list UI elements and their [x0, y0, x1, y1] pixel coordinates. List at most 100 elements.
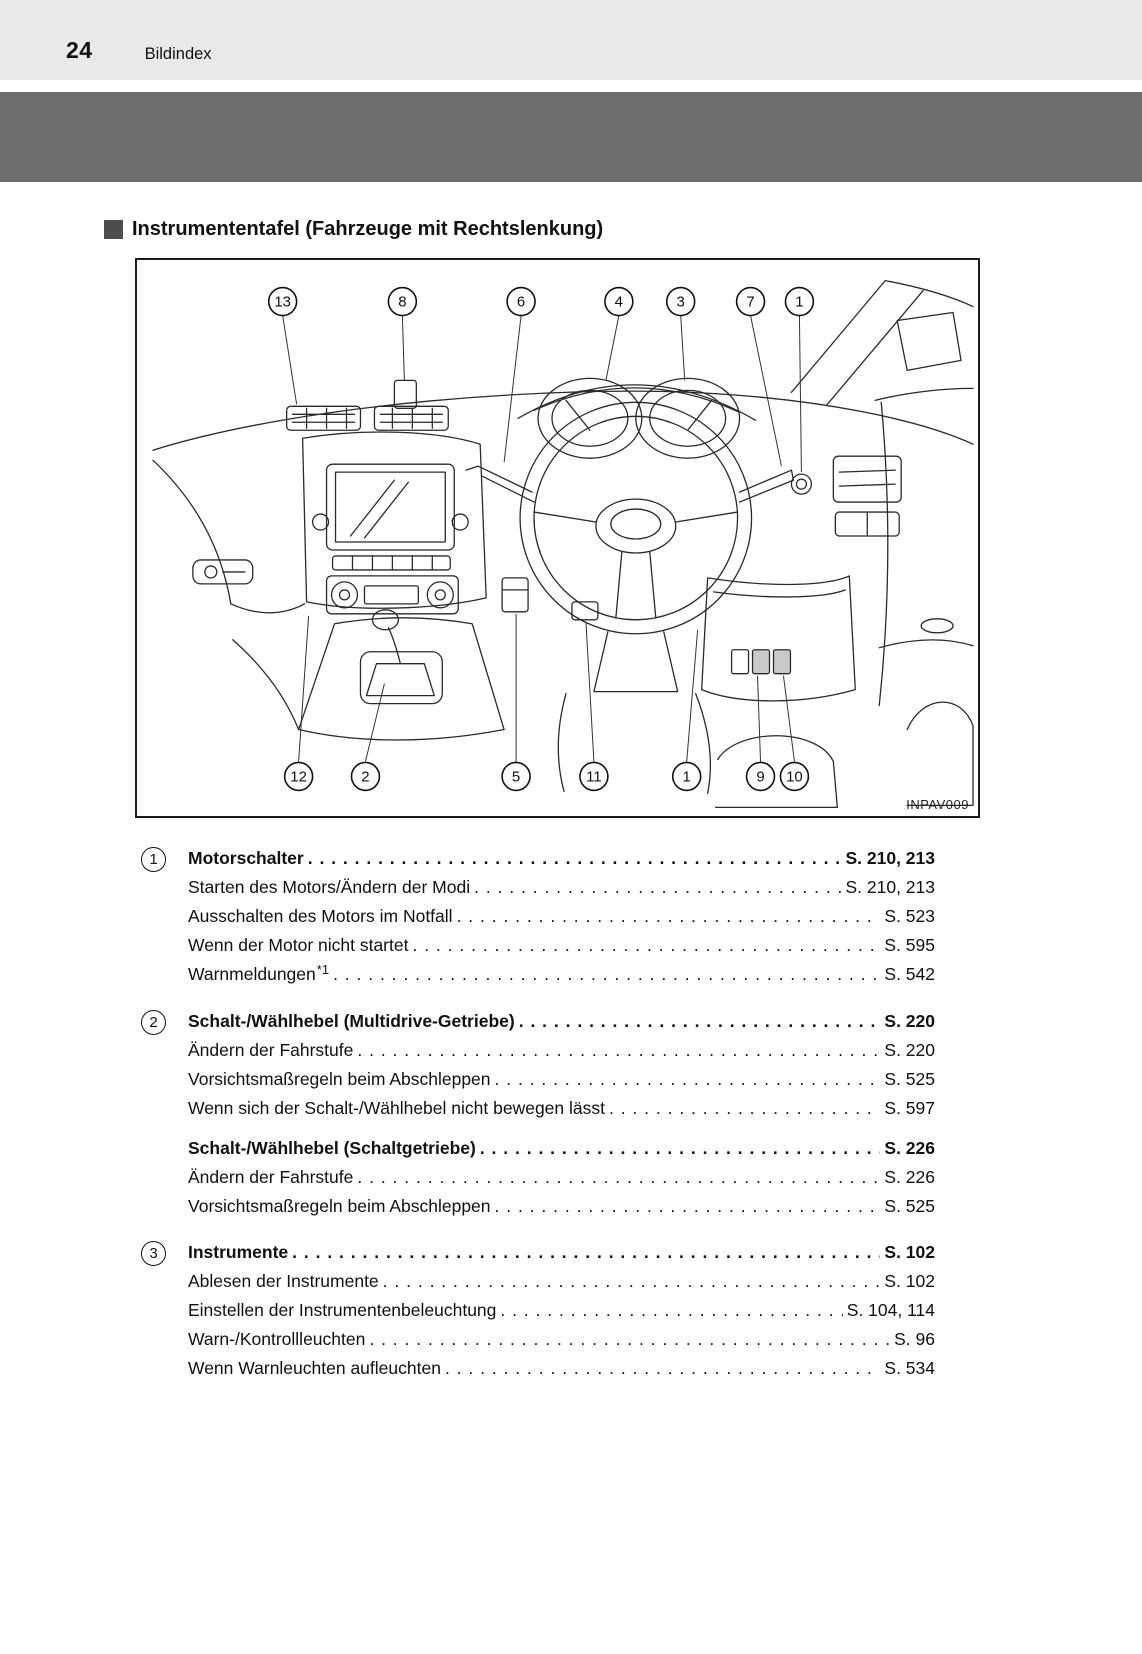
index-section: 1 Motorschalter S. 210, 213 Starten des …: [135, 844, 935, 990]
index-list: 1 Motorschalter S. 210, 213 Starten des …: [135, 844, 935, 1383]
dot-leader: [474, 873, 841, 902]
index-label: Vorsichtsmaßregeln beim Abschleppen: [188, 1196, 491, 1216]
chapter-band: [0, 92, 1142, 182]
dashboard-illustration: 13 8 6 4 3 7 1 12 2 5 11 1 9 10: [152, 279, 974, 809]
index-pages: S. 534: [884, 1358, 935, 1378]
index-row: Wenn sich der Schalt-/Wählhebel nicht be…: [188, 1094, 935, 1123]
index-pages: S. 104, 114: [846, 1300, 935, 1320]
index-pages: S. 102: [884, 1242, 935, 1262]
index-row: Wenn der Motor nicht startet S. 595: [188, 931, 935, 960]
figure-callout: 1: [671, 761, 702, 792]
section-marker-icon: [104, 220, 123, 239]
dot-leader: [369, 1325, 890, 1354]
index-pages: S. 96: [894, 1329, 935, 1349]
index-row: Starten des Motors/Ändern der Modi S. 21…: [188, 873, 935, 902]
index-row: Vorsichtsmaßregeln beim Abschleppen S. 5…: [188, 1192, 935, 1221]
dot-leader: [383, 1267, 881, 1296]
index-label: Motorschalter: [188, 848, 304, 868]
callout-number: 13: [274, 294, 291, 311]
callout-number: 5: [512, 768, 520, 785]
callout-number: 8: [398, 294, 406, 311]
dot-leader: [500, 1296, 842, 1325]
page-number: 24: [66, 37, 93, 63]
callout-number: 1: [795, 294, 803, 311]
figure-callout: 9: [745, 761, 776, 792]
callout-number: 1: [683, 768, 691, 785]
index-pages: S. 595: [884, 935, 935, 955]
figure-callout: 6: [506, 286, 536, 317]
index-label: Wenn sich der Schalt-/Wählhebel nicht be…: [188, 1098, 605, 1118]
index-row: Schalt-/Wählhebel (Schaltgetriebe) S. 22…: [188, 1134, 935, 1163]
dashboard-figure: 13 8 6 4 3 7 1 12 2 5 11 1 9 10 INPAV009: [135, 258, 980, 818]
index-pages: S. 226: [884, 1167, 935, 1187]
index-label: Wenn Warnleuchten aufleuchten: [188, 1358, 441, 1378]
page-header: 24 Bildindex: [0, 0, 1142, 80]
index-pages: S. 525: [884, 1196, 935, 1216]
index-label: Ändern der Fahrstufe: [188, 1167, 354, 1187]
index-pages: S. 597: [884, 1098, 935, 1118]
item-number-badge: 1: [141, 847, 166, 872]
figure-callout: 7: [735, 286, 766, 317]
dot-leader: [412, 931, 880, 960]
index-pages: S. 102: [884, 1271, 935, 1291]
index-label: Schalt-/Wählhebel (Multidrive-Getriebe): [188, 1011, 515, 1031]
callout-number: 12: [290, 768, 307, 785]
dot-leader: [480, 1134, 881, 1163]
callout-number: 10: [786, 768, 803, 785]
index-pages: S. 523: [884, 906, 935, 926]
index-row: Motorschalter S. 210, 213: [188, 844, 935, 873]
figure-code: INPAV009: [906, 797, 969, 812]
dot-leader: [308, 844, 842, 873]
index-row: Ablesen der Instrumente S. 102: [188, 1267, 935, 1296]
dot-leader: [357, 1036, 880, 1065]
index-row: Vorsichtsmaßregeln beim Abschleppen S. 5…: [188, 1065, 935, 1094]
dot-leader: [292, 1238, 880, 1267]
index-label: Ausschalten des Motors im Notfall: [188, 906, 453, 926]
dashboard-line-art: [152, 279, 974, 809]
callout-number: 4: [615, 294, 623, 311]
dot-leader: [457, 902, 881, 931]
dot-leader: [445, 1354, 880, 1383]
index-section: 3 Instrumente S. 102 Ablesen der Instrum…: [135, 1238, 935, 1383]
index-row: Ändern der Fahrstufe S. 220: [188, 1036, 935, 1065]
index-pages: S. 226: [884, 1138, 935, 1158]
figure-callout: 1: [784, 286, 815, 317]
index-label: Schalt-/Wählhebel (Schaltgetriebe): [188, 1138, 476, 1158]
index-pages: S. 220: [884, 1011, 935, 1031]
index-pages: S. 210, 213: [845, 877, 935, 897]
callout-number: 7: [746, 294, 754, 311]
index-label: Wenn der Motor nicht startet: [188, 935, 409, 955]
item-number-badge: 3: [141, 1241, 166, 1266]
figure-callout: 2: [350, 761, 381, 792]
figure-callout: 13: [267, 286, 298, 317]
callout-number: 3: [677, 294, 685, 311]
index-label: Warn-/Kontrollleuchten: [188, 1329, 366, 1349]
index-label: Vorsichtsmaßregeln beim Abschleppen: [188, 1069, 491, 1089]
figure-callout: 3: [665, 286, 696, 317]
dot-leader: [333, 960, 880, 989]
index-label: Instrumente: [188, 1242, 289, 1262]
dot-leader: [609, 1094, 880, 1123]
figure-callout: 11: [579, 761, 609, 792]
index-pages: S. 210, 213: [845, 848, 935, 868]
index-row: Warn-/Kontrollleuchten S. 96: [188, 1325, 935, 1354]
index-row: Ausschalten des Motors im Notfall S. 523: [188, 902, 935, 931]
dot-leader: [519, 1007, 881, 1036]
figure-callout: 10: [779, 761, 810, 792]
figure-callout: 4: [604, 286, 634, 317]
index-pages: S. 220: [884, 1040, 935, 1060]
index-label: Starten des Motors/Ändern der Modi: [188, 877, 471, 897]
dot-leader: [357, 1163, 880, 1192]
section-heading: Instrumententafel (Fahrzeuge mit Rechtsl…: [104, 218, 1142, 241]
index-label: Einstellen der Instrumentenbeleuchtung: [188, 1300, 497, 1320]
index-row: Warnmeldungen *1 S. 542: [188, 960, 935, 990]
index-section: 2 Schalt-/Wählhebel (Multidrive-Getriebe…: [135, 1007, 935, 1221]
figure-callout: 8: [387, 286, 418, 317]
callout-leader-lines: [282, 315, 802, 762]
index-row: Instrumente S. 102: [188, 1238, 935, 1267]
index-pages: S. 542: [884, 964, 935, 984]
figure-callout: 12: [283, 761, 314, 792]
callout-number: 11: [586, 768, 602, 785]
index-row: Wenn Warnleuchten aufleuchten S. 534: [188, 1354, 935, 1383]
index-row: Einstellen der Instrumentenbeleuchtung S…: [188, 1296, 935, 1325]
